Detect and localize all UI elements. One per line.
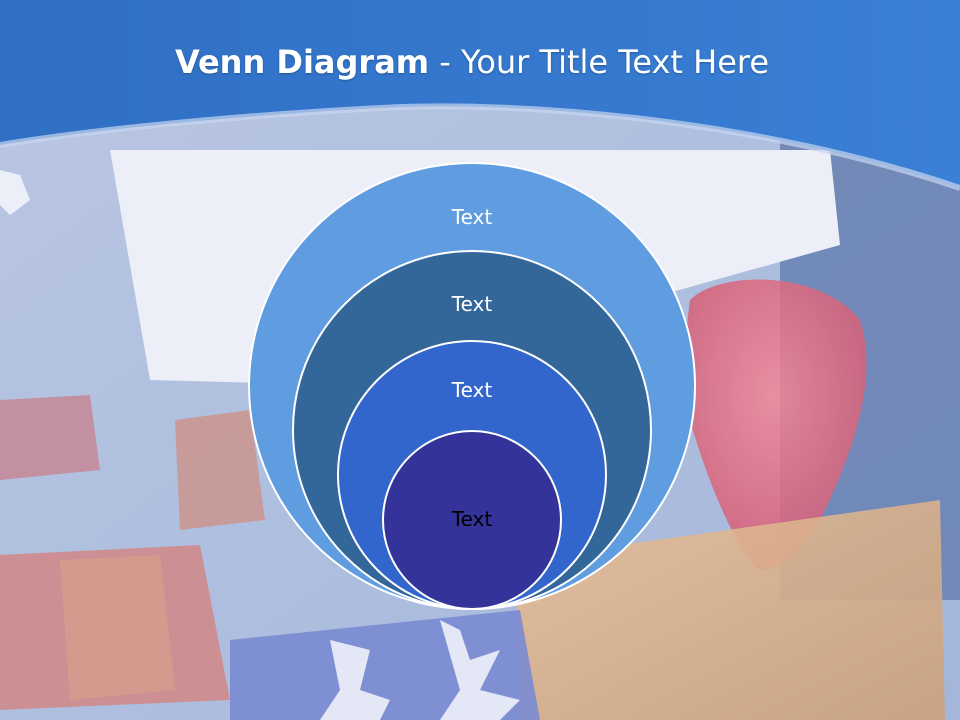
circle-second-label: Text (451, 292, 493, 316)
circle-outer-label: Text (451, 205, 493, 229)
title-rest: - Your Title Text Here (429, 43, 770, 81)
circle-inner-label: Text (451, 507, 493, 531)
circle-third-label: Text (451, 378, 493, 402)
header-band (0, 0, 960, 191)
title-bold: Venn Diagram (174, 43, 430, 81)
circle-inner (382, 430, 562, 610)
page-title: Venn Diagram - Your Title Text Here (0, 40, 944, 84)
